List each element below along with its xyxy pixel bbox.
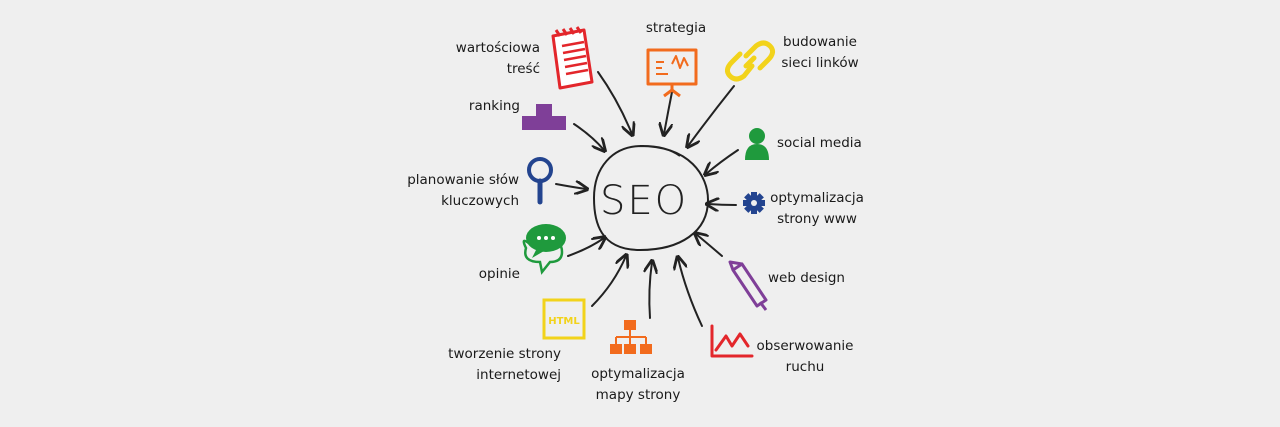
- label-ranking: ranking: [468, 98, 520, 114]
- label-keywords: planowanie słów kluczowych: [407, 172, 519, 209]
- sitemap-icon: [610, 320, 652, 354]
- seo-circle: [592, 144, 710, 252]
- notepad-icon: [551, 26, 594, 90]
- html-icon-text: HTML: [548, 316, 580, 327]
- label-content: wartościowa treść: [455, 40, 540, 77]
- label-reviews: opinie: [478, 266, 520, 282]
- arrow-social: [706, 149, 739, 174]
- label-social: social media: [777, 135, 862, 151]
- label-webdesign: web design: [768, 270, 845, 286]
- arrow-build: [591, 256, 626, 307]
- arrow-sitemap: [649, 262, 652, 319]
- label-links: budowanie sieci linków: [781, 34, 859, 71]
- person-icon: [745, 128, 769, 160]
- arrow-reviews: [567, 238, 604, 257]
- seo-center-label: SEO: [600, 178, 689, 224]
- arrow-links: [688, 85, 735, 146]
- chain-link-icon: [724, 40, 776, 82]
- presentation-board-icon: [646, 48, 698, 98]
- label-optimize: optymalizacja strony www: [770, 190, 864, 227]
- arrow-keywords: [555, 184, 586, 189]
- pencil-icon: [728, 260, 768, 311]
- arrow-content: [597, 71, 632, 134]
- label-build: tworzenie strony internetowej: [448, 346, 561, 383]
- label-strategy: strategia: [645, 20, 707, 36]
- magnifier-icon: [527, 157, 553, 205]
- label-sitemap: optymalizacja mapy strony: [591, 366, 685, 403]
- arrow-traffic: [678, 258, 703, 327]
- html-file-icon: HTML: [542, 298, 586, 340]
- podium-icon: [522, 104, 566, 130]
- arrow-strategy: [664, 91, 673, 134]
- label-traffic: obserwowanie ruchu: [756, 338, 854, 375]
- speech-bubbles-icon: [522, 224, 566, 275]
- arrow-optimize: [708, 204, 737, 205]
- arrow-webdesign: [696, 234, 723, 257]
- gear-icon: [743, 192, 765, 214]
- line-chart-icon: [710, 324, 754, 358]
- arrow-ranking: [573, 123, 604, 150]
